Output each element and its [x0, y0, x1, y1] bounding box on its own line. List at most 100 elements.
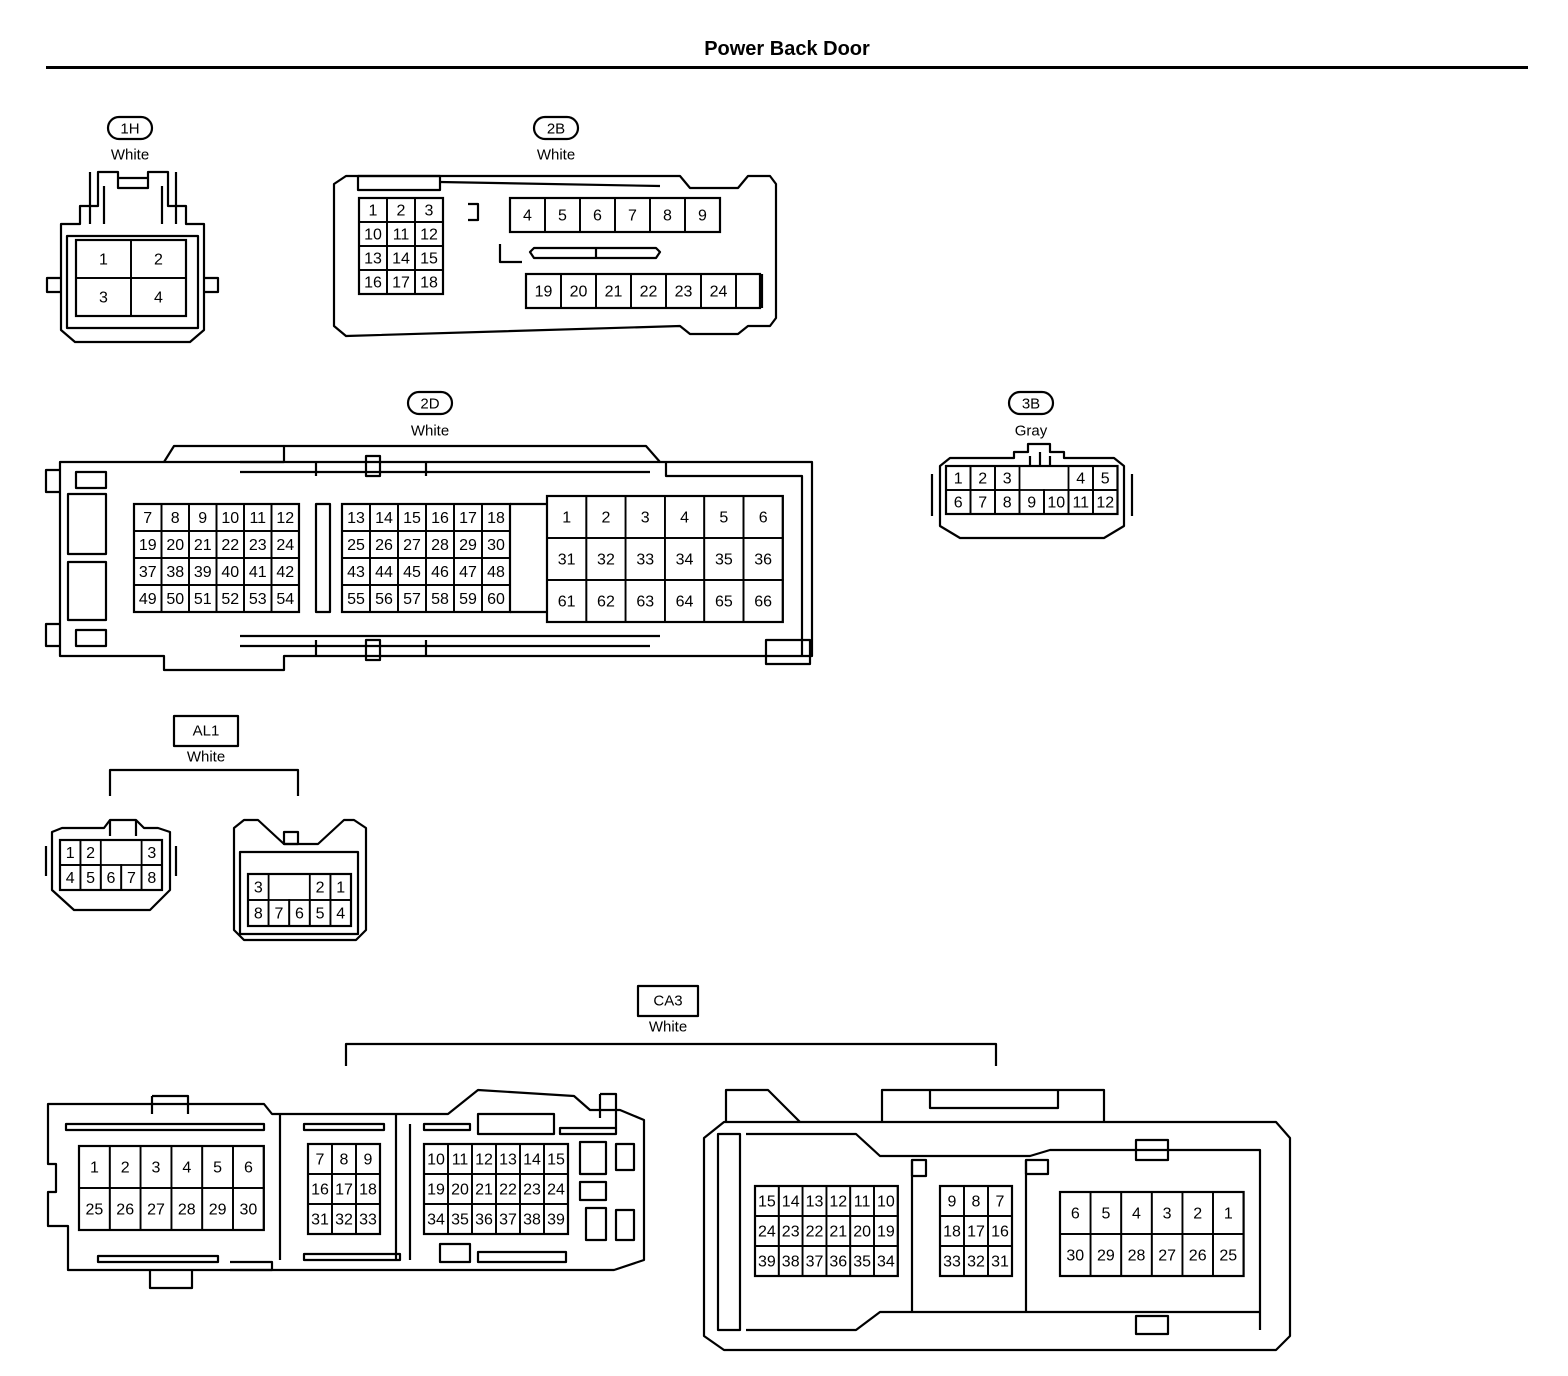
- pin-number: 6: [1071, 1206, 1080, 1223]
- pin-number: 8: [254, 906, 263, 923]
- connector-2d-color: White: [411, 423, 449, 440]
- pin-number: 21: [475, 1182, 493, 1199]
- pin-number: 42: [276, 564, 294, 581]
- connector-al1-receptacle-housing: [232, 818, 368, 942]
- pin-number: 12: [1096, 495, 1114, 512]
- pin-number: 3: [147, 845, 156, 862]
- pin-number: 2: [601, 510, 610, 527]
- pin-number: 22: [806, 1224, 824, 1241]
- pin-number: 4: [336, 906, 345, 923]
- pin-number: 34: [427, 1212, 445, 1229]
- pin-number: 20: [166, 537, 184, 554]
- pin-number: 23: [675, 284, 693, 301]
- pin-number: 7: [628, 208, 637, 225]
- pin-number: 19: [139, 537, 157, 554]
- pin-number: 2: [316, 880, 325, 897]
- pin-number: 23: [782, 1224, 800, 1241]
- connector-al1-plug-housing: [44, 818, 178, 912]
- pin-number: 15: [547, 1152, 565, 1169]
- pin-number: 61: [558, 594, 576, 611]
- pin-number: 40: [221, 564, 239, 581]
- pin-number: 31: [311, 1212, 329, 1229]
- connector-al1-id: AL1: [193, 723, 220, 740]
- pin-number: 17: [967, 1224, 985, 1241]
- pin-cell: [140, 864, 163, 891]
- pin-number: 2: [1193, 1206, 1202, 1223]
- pin-number: 9: [698, 208, 707, 225]
- pin-number: 22: [640, 284, 658, 301]
- pin-number: 39: [547, 1212, 565, 1229]
- pin-number: 31: [991, 1254, 1009, 1271]
- pin-number: 52: [221, 591, 239, 608]
- connector-1h-color: White: [111, 147, 149, 164]
- pin-number: 5: [1101, 471, 1110, 488]
- pin-number: 33: [636, 552, 654, 569]
- pin-number: 30: [1066, 1248, 1084, 1265]
- pin-number: 31: [558, 552, 576, 569]
- pin-number: 24: [710, 284, 728, 301]
- pin-number: 38: [782, 1254, 800, 1271]
- pin-number: 19: [877, 1224, 895, 1241]
- connector-3b-housing: [930, 442, 1134, 540]
- pin-number: 47: [459, 564, 477, 581]
- pin-number: 65: [715, 594, 733, 611]
- pin-number: 2: [154, 252, 163, 269]
- connector-al1-bracket: [108, 714, 300, 796]
- connector-ca3-id: CA3: [653, 993, 682, 1010]
- pin-number: 19: [535, 284, 553, 301]
- pin-number: 66: [754, 594, 772, 611]
- pin-number: 59: [459, 591, 477, 608]
- pin-number: 3: [99, 290, 108, 307]
- pin-number: 17: [459, 510, 477, 527]
- pin-number: 7: [274, 906, 283, 923]
- pin-number: 3: [425, 203, 434, 220]
- pin-number: 51: [194, 591, 212, 608]
- pin-number: 39: [758, 1254, 776, 1271]
- connector-2b-color: White: [537, 147, 575, 164]
- pin-number: 8: [171, 510, 180, 527]
- pin-number: 33: [359, 1212, 377, 1229]
- pin-cell: [481, 584, 511, 613]
- pin-number: 18: [487, 510, 505, 527]
- pin-number: 16: [311, 1182, 329, 1199]
- pin-number: 26: [1189, 1248, 1207, 1265]
- pin-number: 33: [943, 1254, 961, 1271]
- pin-number: 37: [806, 1254, 824, 1271]
- pin-number: 36: [829, 1254, 847, 1271]
- pin-number: 57: [403, 591, 421, 608]
- pin-number: 23: [523, 1182, 541, 1199]
- pin-number: 37: [139, 564, 157, 581]
- pin-number: 2: [86, 845, 95, 862]
- pin-number: 13: [364, 251, 382, 268]
- pin-number: 8: [972, 1194, 981, 1211]
- pin-number: 10: [427, 1152, 445, 1169]
- pin-number: 9: [198, 510, 207, 527]
- pin-number: 20: [570, 284, 588, 301]
- pin-number: 11: [452, 1152, 469, 1169]
- pin-number: 13: [499, 1152, 517, 1169]
- pin-number: 4: [154, 290, 163, 307]
- connector-3b-id: 3B: [1022, 396, 1040, 413]
- pin-cell: [987, 1245, 1013, 1277]
- pin-number: 29: [209, 1202, 227, 1219]
- connector-2d-id-badge: [406, 390, 454, 416]
- pin-number: 9: [948, 1194, 957, 1211]
- pin-number: 14: [782, 1194, 800, 1211]
- connector-2b-id-badge: [532, 115, 580, 141]
- pin-number: 10: [364, 227, 382, 244]
- pin-number: 30: [240, 1202, 258, 1219]
- pin-number: 35: [715, 552, 733, 569]
- pin-number: 6: [759, 510, 768, 527]
- pin-number: 8: [340, 1152, 349, 1169]
- pin-cell: [270, 584, 300, 613]
- pin-number: 38: [523, 1212, 541, 1229]
- pin-number: 62: [597, 594, 615, 611]
- pin-number: 11: [1072, 495, 1089, 512]
- pin-number: 10: [221, 510, 239, 527]
- pin-number: 63: [636, 594, 654, 611]
- pin-number: 55: [347, 591, 365, 608]
